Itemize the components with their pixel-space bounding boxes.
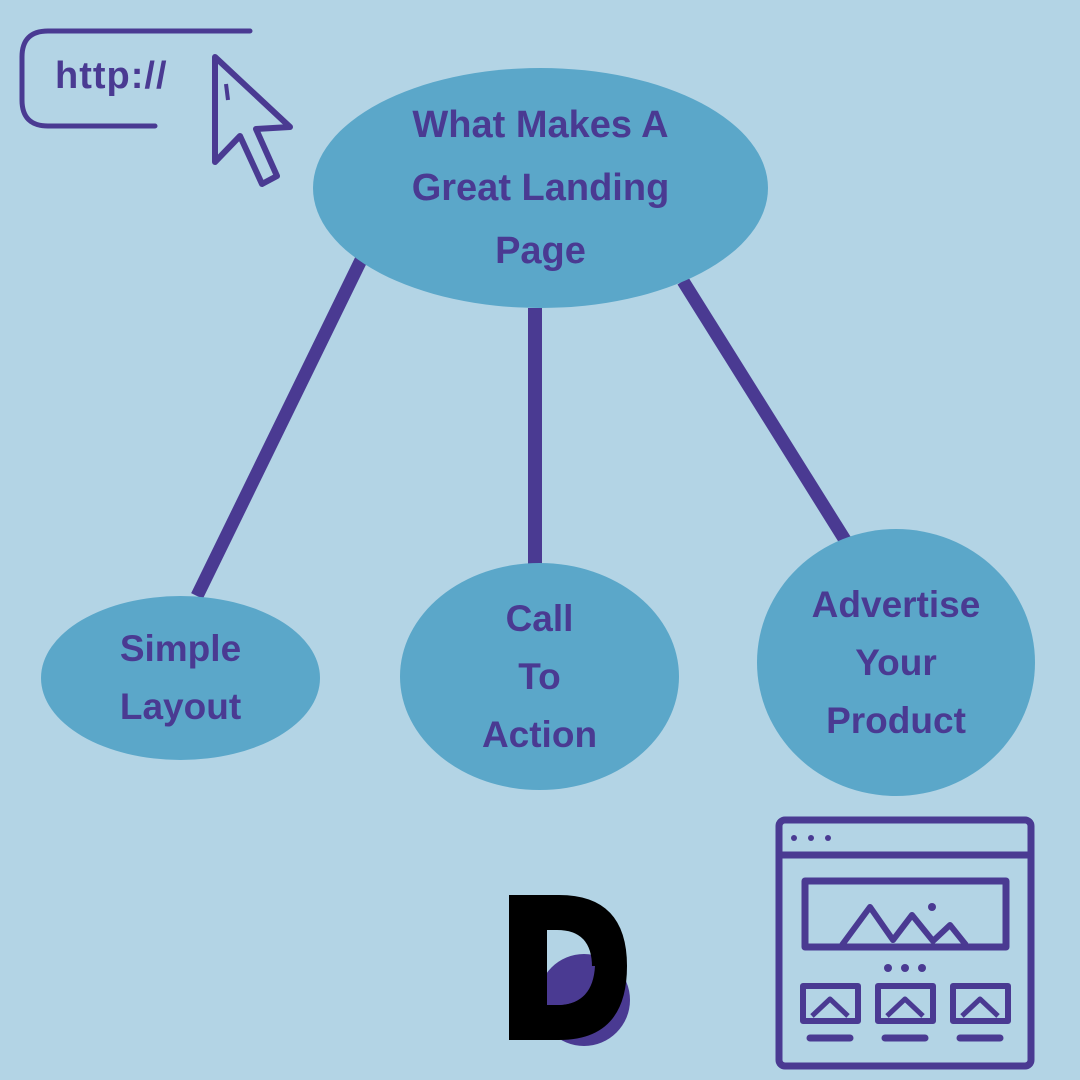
node-simple-layout-line: Layout xyxy=(119,686,242,727)
connector-advertise xyxy=(677,277,851,544)
node-advertise-product-line: Product xyxy=(826,699,966,741)
url-bar-text: http:// xyxy=(55,55,168,97)
node-advertise-product: Advertise Your Product xyxy=(757,529,1035,796)
url-bar-icon xyxy=(19,28,253,129)
node-root: What Makes A Great Landing Page xyxy=(313,68,768,308)
node-root-line: Great Landing xyxy=(411,166,670,209)
browser-window-icon xyxy=(775,816,1035,1070)
node-advertise-product-line: Your xyxy=(855,641,937,683)
connector-simple-layout xyxy=(191,255,368,599)
node-advertise-product-line: Advertise xyxy=(811,583,981,625)
node-call-to-action-line: To xyxy=(518,655,561,697)
node-simple-layout: Simple Layout xyxy=(41,596,320,760)
node-root-line: What Makes A xyxy=(412,103,669,146)
node-root-line: Page xyxy=(495,229,586,272)
node-call-to-action: Call To Action xyxy=(400,563,679,790)
logo-d-icon xyxy=(509,895,630,1046)
cursor-arrow-icon xyxy=(212,54,293,187)
node-call-to-action-line: Call xyxy=(505,597,574,639)
node-simple-layout-line: Simple xyxy=(119,628,242,669)
node-call-to-action-line: Action xyxy=(481,713,598,755)
